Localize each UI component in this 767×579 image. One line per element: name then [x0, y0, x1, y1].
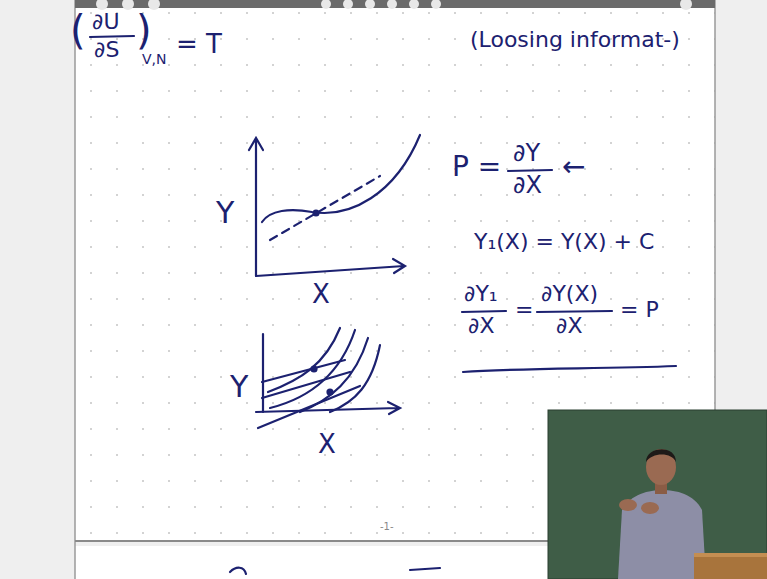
denominator: ∂S	[94, 38, 119, 62]
denominator: ∂X	[556, 314, 582, 338]
denominator: ∂X	[513, 172, 542, 198]
page-number: -1-	[380, 521, 394, 532]
axis-label: Y	[216, 196, 234, 229]
numerator: ∂U	[92, 10, 119, 34]
paren: )	[136, 8, 152, 52]
note-text: (Loosing informat-)	[470, 28, 680, 52]
equation-text: Y₁(X) = Y(X) + C	[474, 230, 654, 254]
arrow-mark: ←	[562, 152, 585, 183]
equation-text: = P	[620, 298, 659, 322]
video-inset	[548, 410, 767, 579]
toolbar-icons	[96, 0, 692, 10]
subscript: V,N	[142, 52, 167, 67]
equation-text: = T	[176, 30, 222, 59]
toolbar	[75, 0, 715, 8]
axis-label: X	[318, 430, 336, 459]
paren: (	[70, 8, 86, 52]
numerator: ∂Y	[513, 140, 540, 166]
axis-label: X	[312, 280, 330, 309]
denominator: ∂X	[468, 314, 494, 338]
page-edge	[74, 0, 76, 579]
equation-text: P =	[452, 152, 501, 183]
axis-label: Y	[230, 370, 248, 403]
numerator: ∂Y(X)	[541, 282, 598, 306]
numerator: ∂Y₁	[464, 282, 498, 306]
equation-text: =	[515, 298, 533, 322]
